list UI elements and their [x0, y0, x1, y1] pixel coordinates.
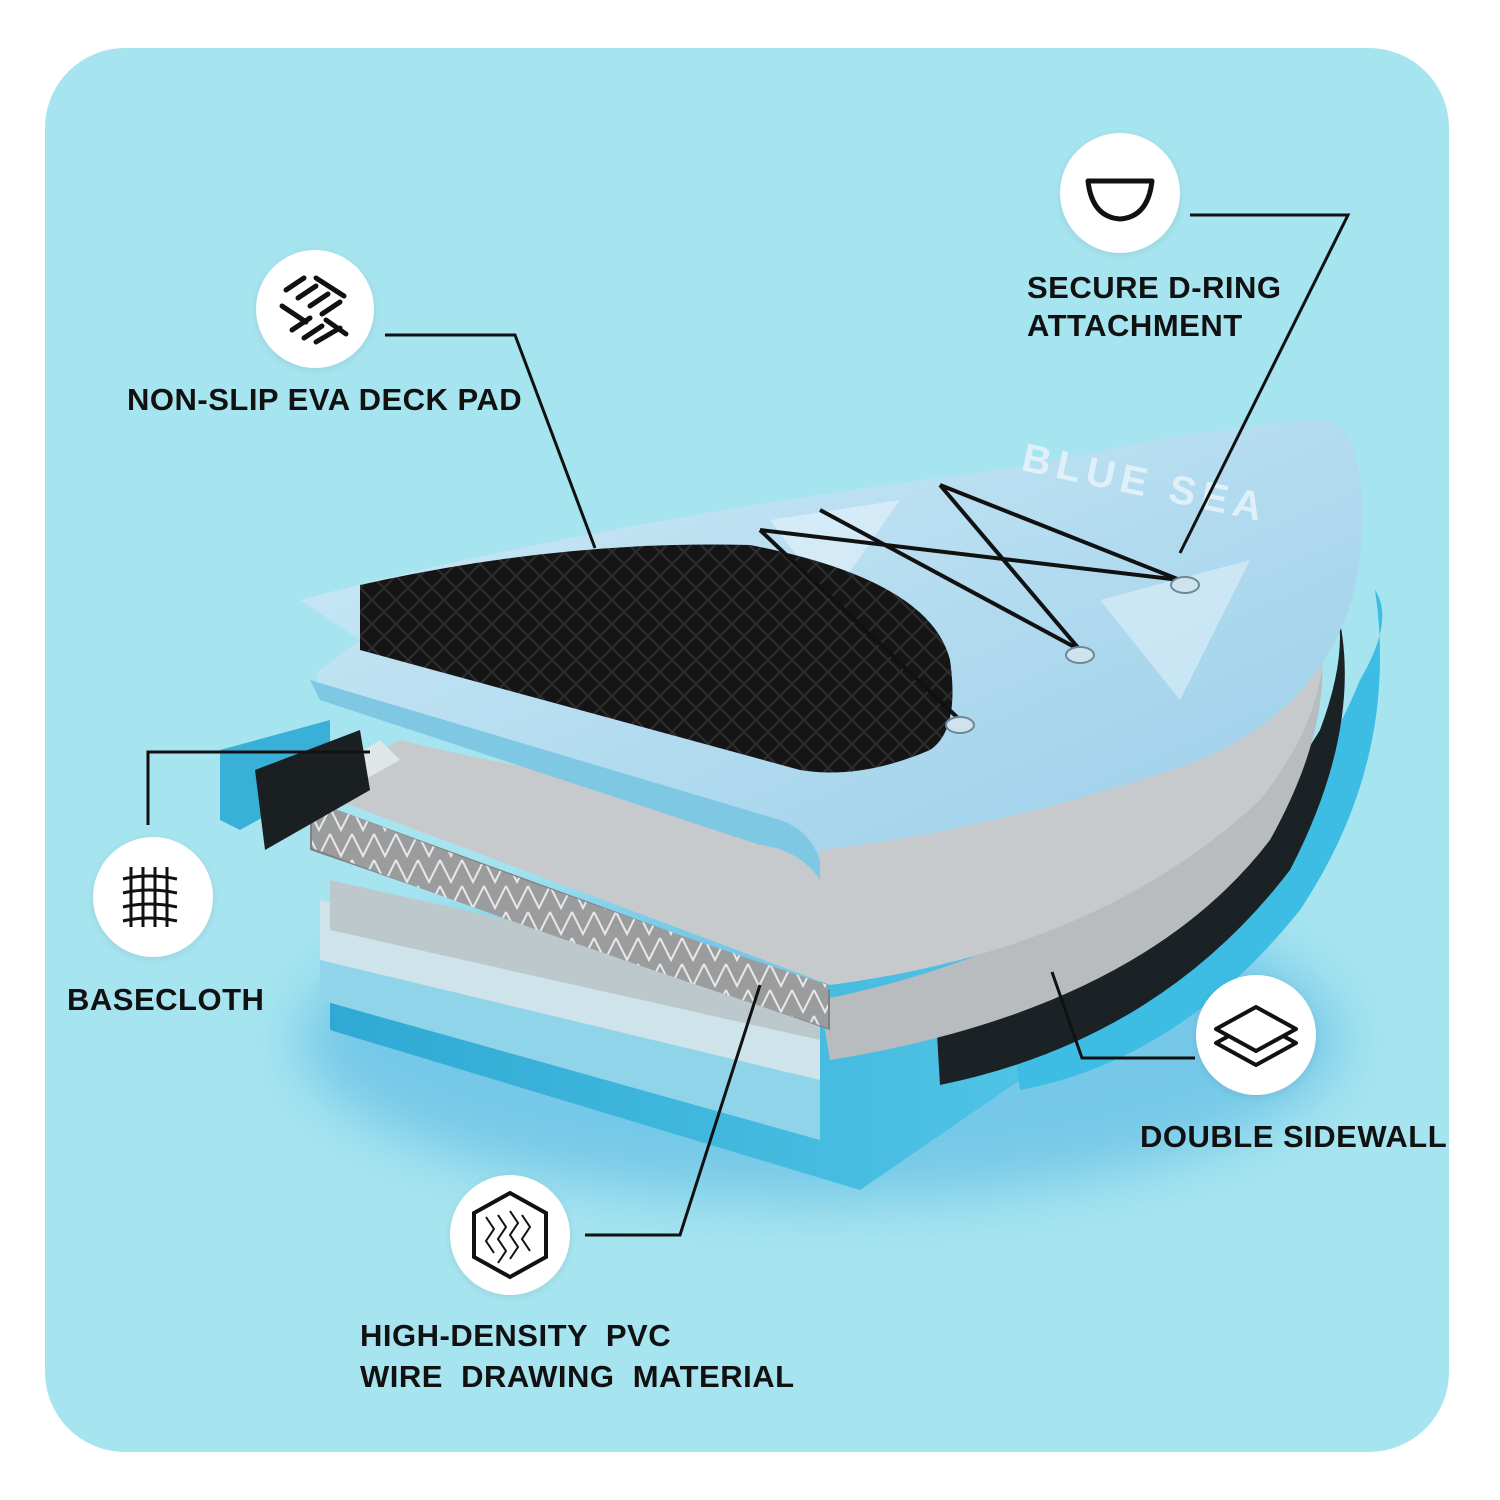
deck-underside: [310, 680, 820, 880]
deck-stripe-2: [1100, 560, 1250, 700]
deck-pad-label: NON-SLIP EVA DECK PAD: [127, 382, 523, 417]
lower-sheet-3: [330, 880, 820, 1040]
core-top: [310, 600, 1324, 985]
basecloth-label: BASECLOTH: [67, 982, 265, 1017]
eva-deck-pad: [360, 544, 953, 773]
left-black-wall: [255, 730, 370, 850]
leader-lines: [146, 213, 1351, 1237]
sidewall-label: DOUBLE SIDEWALL: [1140, 1119, 1448, 1154]
bottom-layer: [330, 760, 1360, 1190]
deck-stripe-1: [770, 500, 900, 600]
drop-stitch-hexagon-icon: [450, 1175, 570, 1295]
weave-pattern-icon: [256, 250, 374, 368]
d-ring-label-line2: ATTACHMENT: [1027, 308, 1243, 343]
d-ring-label-line1: SECURE D-RING: [1027, 270, 1282, 305]
basecloth-icon: [93, 837, 213, 957]
layers-icon: [1196, 975, 1316, 1095]
d-ring-icon: [1060, 133, 1180, 253]
pvc-label-line1: HIGH-DENSITY PVC: [360, 1318, 672, 1353]
pvc-label-line2: WIRE DRAWING MATERIAL: [360, 1359, 795, 1394]
drop-stitch-face: [312, 800, 828, 1028]
d-rings: [945, 576, 1200, 734]
bungee-cords: [758, 483, 1181, 722]
